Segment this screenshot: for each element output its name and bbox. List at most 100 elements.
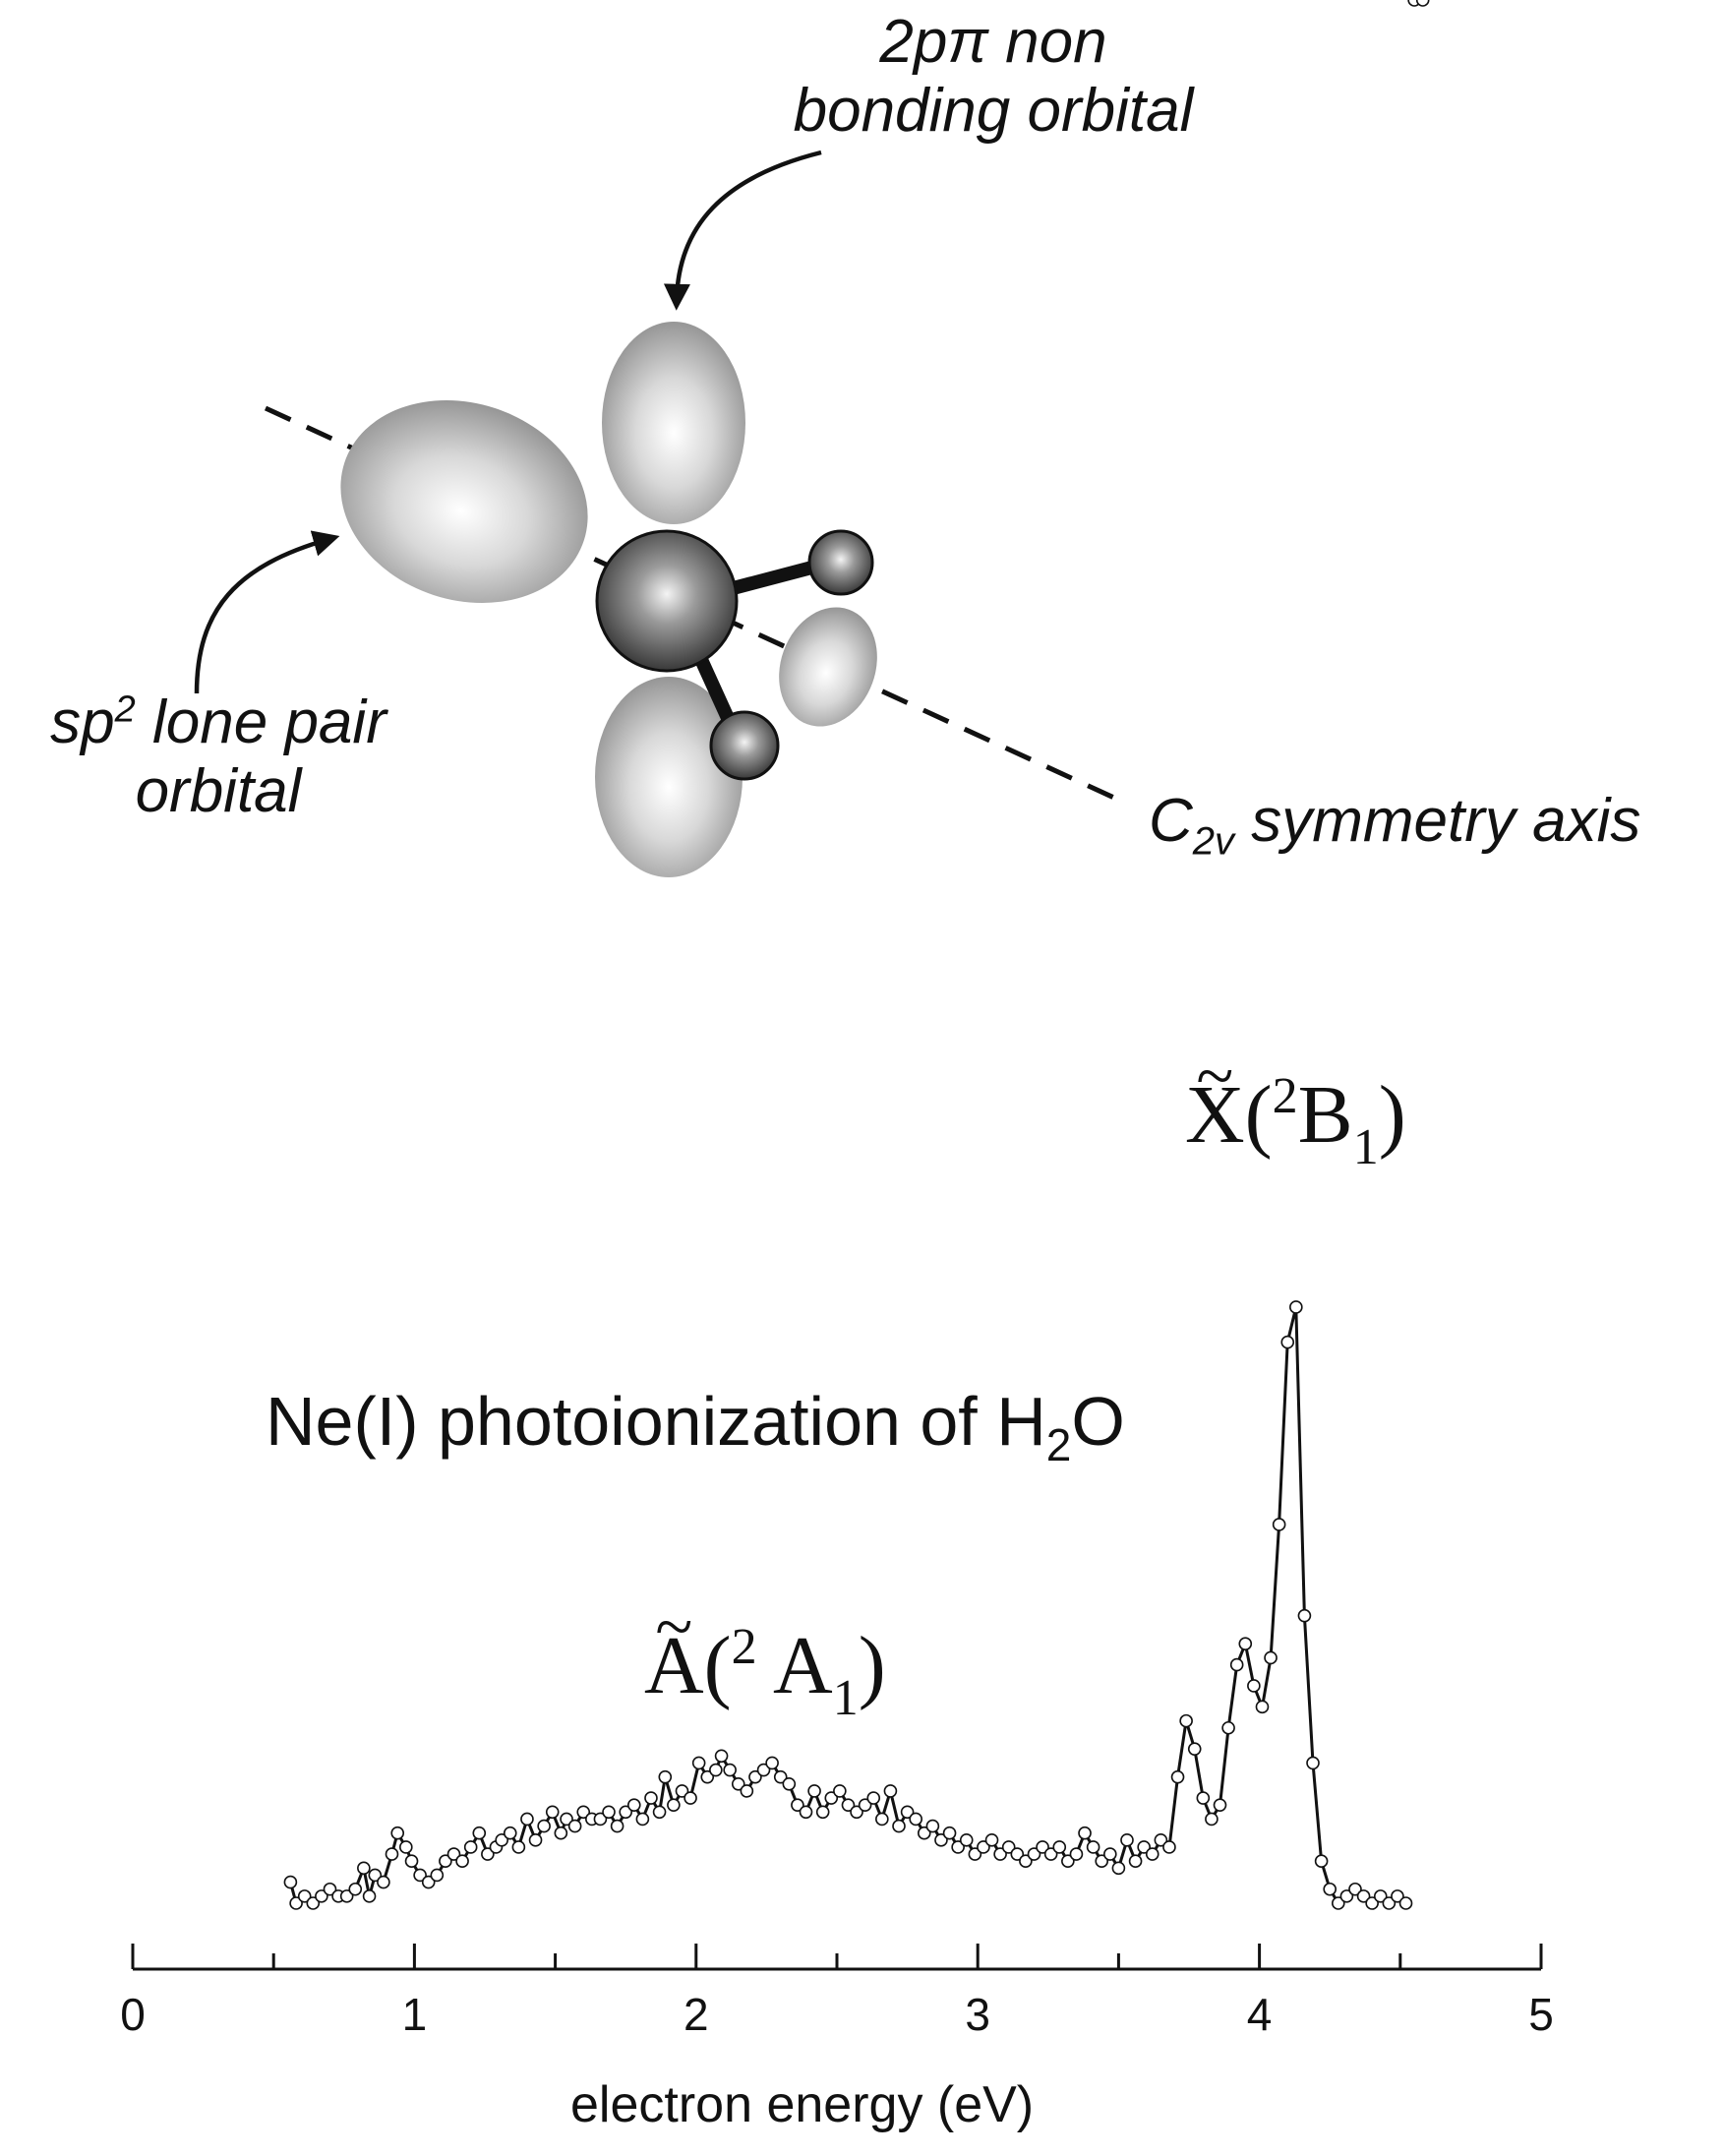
orbital-diagram	[194, 150, 1118, 877]
data-point	[644, 1791, 658, 1805]
data-point	[297, 1889, 312, 1903]
label-sp2-line1: sp2 lone pair	[12, 689, 425, 757]
data-point	[1145, 1847, 1159, 1861]
data-point	[362, 1889, 377, 1903]
data-point	[390, 1826, 405, 1840]
x-tick-label: 5	[1528, 1989, 1554, 2040]
peak-a-tilde: ~	[655, 1589, 693, 1665]
data-point	[413, 1868, 427, 1883]
peak-x-sup: 2	[1272, 1068, 1298, 1124]
label-symmetry-axis: C2v symmetry axis	[1149, 787, 1640, 865]
data-point	[626, 1798, 641, 1812]
data-point	[1331, 1896, 1345, 1910]
x-tick-label: 1	[402, 1989, 428, 2040]
data-point	[593, 1812, 608, 1827]
peak-x-close: )	[1378, 1069, 1406, 1161]
sp2-lone-pair-orbital	[340, 399, 588, 604]
peak-a-close: )	[858, 1620, 886, 1711]
data-point	[1170, 1769, 1185, 1784]
data-point	[658, 1769, 673, 1784]
data-point	[289, 1896, 303, 1910]
data-point	[567, 1819, 582, 1833]
data-point	[455, 1854, 469, 1869]
data-point	[1398, 1896, 1413, 1910]
data-point	[560, 1812, 573, 1827]
data-point	[883, 1784, 898, 1798]
label-sp2-rest: lone pair	[135, 689, 386, 756]
data-point	[799, 1805, 813, 1820]
data-point	[1162, 1840, 1176, 1854]
data-point	[1196, 1791, 1211, 1805]
data-point	[951, 1840, 965, 1854]
label-sp2-sup: 2	[114, 689, 136, 731]
data-point	[977, 1840, 990, 1854]
data-point	[1247, 1679, 1261, 1693]
spectrum-title: Ne(I) photoionization of H2O	[266, 1382, 1125, 1471]
data-point	[1036, 1840, 1049, 1854]
label-sp2-lone-pair: sp2 lone pair orbital	[12, 689, 425, 826]
data-point	[773, 1769, 788, 1784]
data-point	[348, 1882, 363, 1896]
data-point	[1205, 1812, 1219, 1827]
2ppi-orbital-lower-lobe	[595, 677, 743, 877]
peak-a-letter-wrap: ~A	[644, 1589, 704, 1713]
data-point	[430, 1868, 445, 1883]
data-point	[723, 1763, 737, 1777]
data-point	[866, 1791, 881, 1805]
data-point	[1238, 1637, 1253, 1650]
data-point	[306, 1896, 321, 1910]
data-point	[1043, 1847, 1058, 1861]
data-point	[1297, 1608, 1312, 1623]
data-point	[283, 1875, 298, 1889]
label-2ppi-line1: 2pπ non	[879, 8, 1107, 76]
data-point	[833, 1784, 847, 1798]
data-point	[1061, 1854, 1075, 1869]
data-point	[554, 1826, 568, 1840]
data-point	[619, 1805, 633, 1820]
x-tick-label: 2	[684, 1989, 709, 2040]
data-point	[675, 1784, 689, 1798]
data-point	[1339, 1889, 1354, 1903]
data-point	[807, 1784, 821, 1798]
peak-x-tilde: ~	[1196, 1039, 1234, 1114]
data-point	[545, 1805, 560, 1820]
data-point	[1314, 1854, 1329, 1869]
data-point	[1120, 1833, 1134, 1847]
label-sp2-line2: orbital	[135, 757, 302, 826]
data-point	[1323, 1882, 1337, 1896]
2ppi-orbital-upper-lobe	[602, 322, 745, 524]
data-point	[756, 1763, 771, 1777]
data-point	[1356, 1889, 1371, 1903]
data-point	[323, 1882, 337, 1896]
data-point	[984, 1833, 999, 1847]
data-point	[850, 1805, 863, 1820]
data-point	[511, 1840, 526, 1854]
data-point	[968, 1847, 982, 1861]
data-point	[892, 1819, 906, 1833]
data-point	[875, 1812, 889, 1827]
data-point	[368, 1868, 383, 1883]
label-axis-c: C	[1149, 787, 1193, 855]
data-point	[841, 1798, 856, 1812]
data-point	[1213, 1798, 1227, 1812]
data-point	[731, 1776, 745, 1791]
x-axis-label: electron energy (eV)	[570, 2076, 1035, 2133]
data-point	[900, 1805, 915, 1820]
label-axis-rest: symmetry axis	[1234, 787, 1641, 855]
data-point	[959, 1833, 974, 1847]
label-2ppi-line2: bonding orbital	[793, 77, 1194, 146]
data-point	[339, 1889, 354, 1903]
data-point	[1221, 1720, 1235, 1735]
label-2ppi-nonbonding: 2pπ non bonding orbital	[747, 8, 1239, 146]
data-point	[1272, 1518, 1286, 1531]
data-point	[520, 1812, 534, 1827]
data-point	[446, 1847, 461, 1861]
data-point	[463, 1840, 478, 1854]
peak-x-open: (	[1244, 1069, 1273, 1161]
data-point	[635, 1812, 650, 1827]
data-point	[481, 1847, 495, 1861]
peak-x-letter: X	[1185, 1069, 1245, 1161]
data-point	[791, 1798, 804, 1812]
small-orbital-lobe	[779, 607, 877, 727]
